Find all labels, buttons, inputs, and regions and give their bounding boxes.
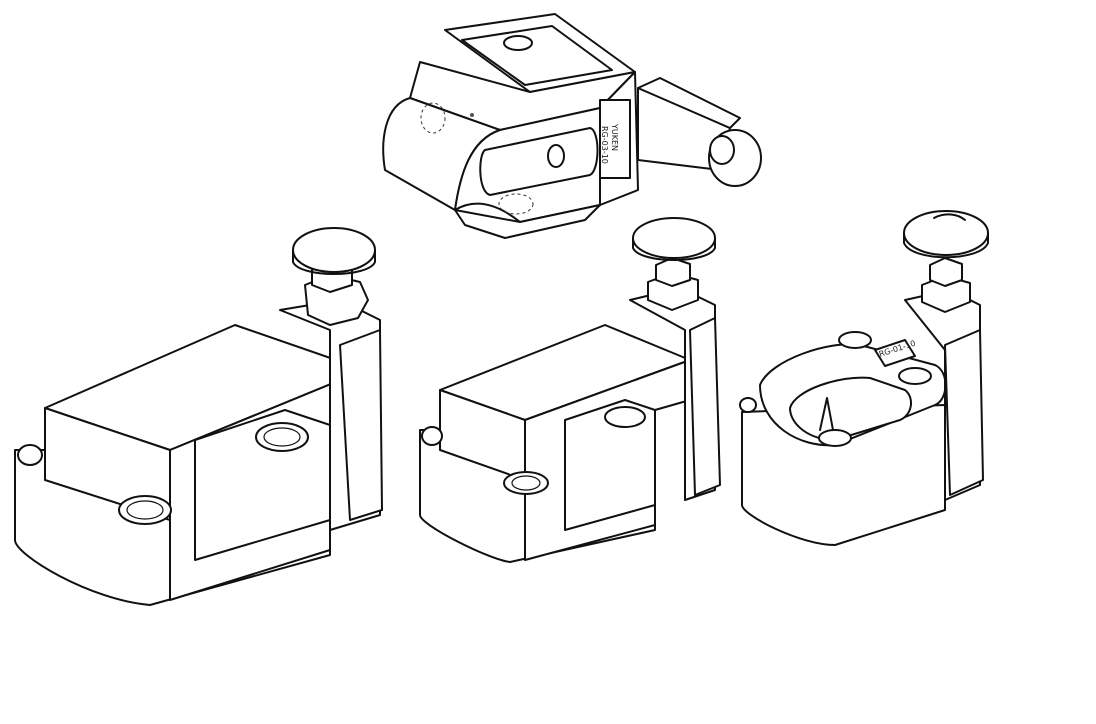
small-valve-block: RG-01-10 (739, 210, 989, 546)
model-label-text: RG-03-10 (600, 126, 609, 164)
yuken-label-text: YUKEN (610, 123, 619, 151)
medium-valve-block (419, 217, 721, 563)
top-valve-block: YUKEN RG-03-10 (382, 13, 762, 239)
large-valve-block (14, 227, 383, 606)
